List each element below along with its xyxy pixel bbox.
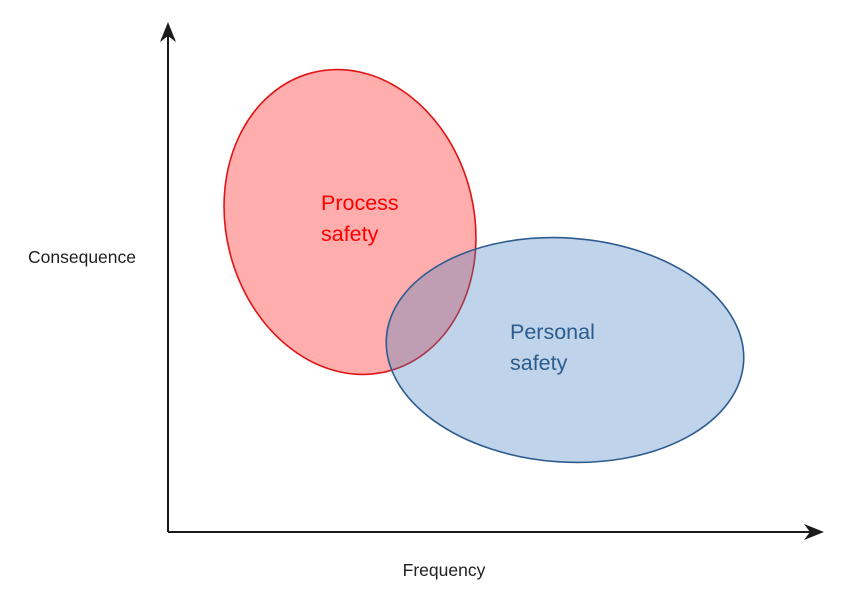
process-safety-label: Process safety: [321, 191, 399, 246]
y-axis-label: Consequence: [28, 247, 136, 267]
x-axis-arrowhead-icon: [804, 524, 824, 540]
y-axis-arrowhead-icon: [160, 22, 176, 42]
x-axis-label: Frequency: [402, 560, 486, 580]
personal-safety-ellipse: [385, 236, 745, 464]
process-safety-ellipse: [223, 68, 477, 376]
personal-safety-label: Personal safety: [510, 320, 595, 375]
